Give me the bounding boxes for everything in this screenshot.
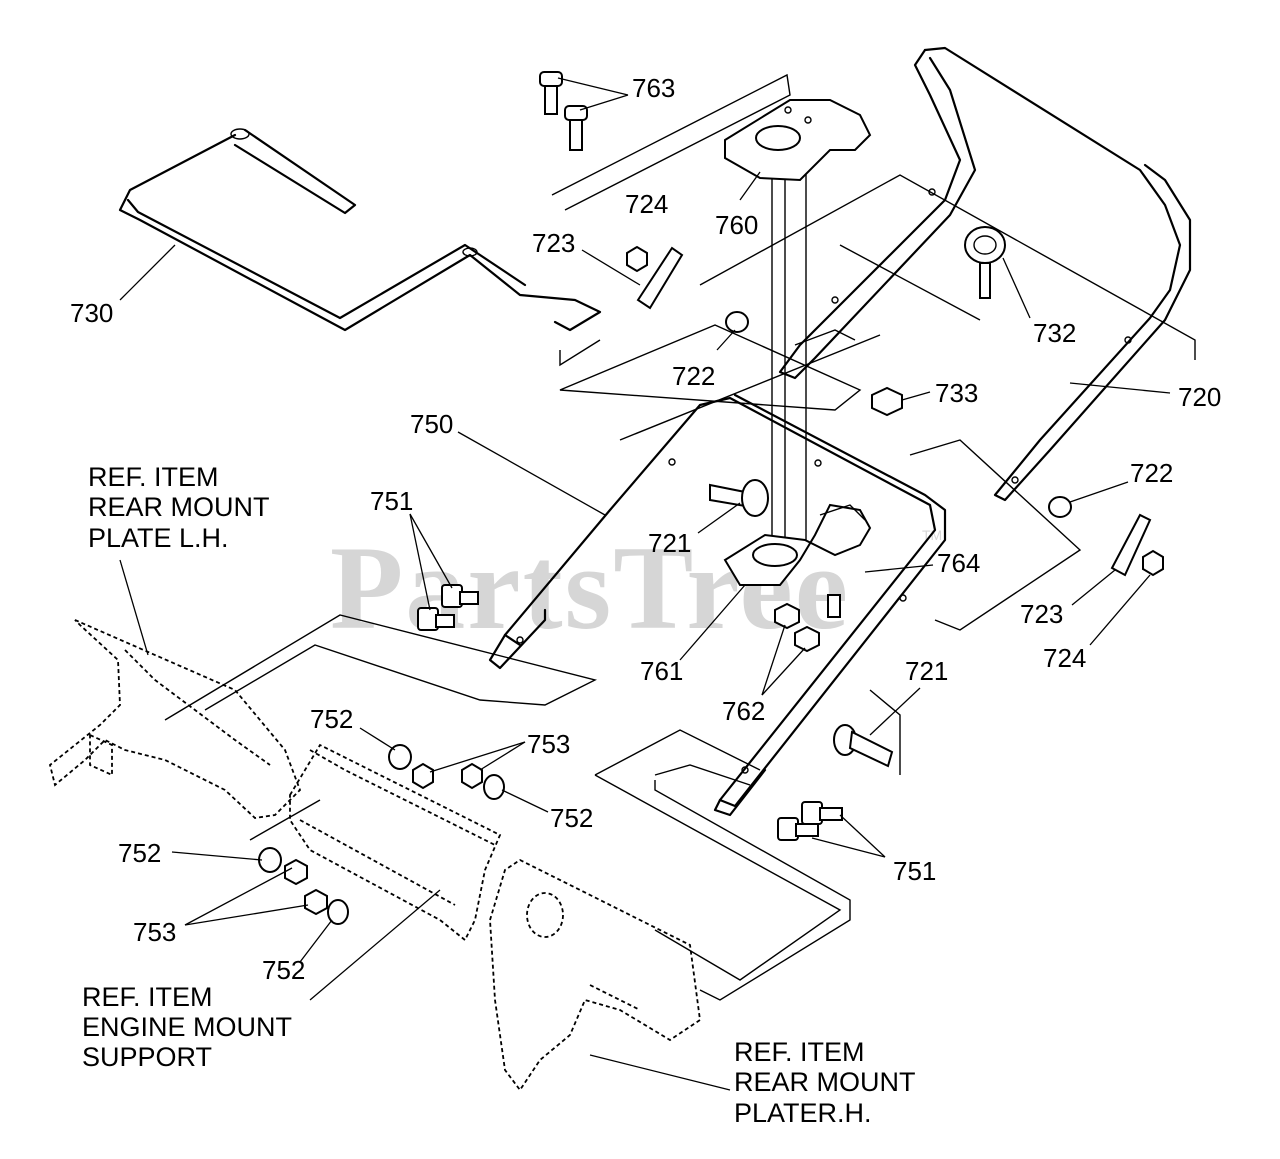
part-721-bolt-upper [709,479,769,517]
vertical-rod [771,170,822,540]
callout-752-b: 752 [550,803,593,833]
ref-label-rear-mount-lh: REF. ITEM REAR MOUNT PLATE L.H. [88,462,270,553]
part-722-washer-upper [725,311,749,333]
callout-730: 730 [70,298,113,328]
callout-722-upper: 722 [672,361,715,391]
part-762-nut-a [774,602,800,630]
ref-engine-line-2: ENGINE MOUNT [82,1012,292,1042]
part-730-wire-handle [118,128,602,367]
part-761-lower-bracket [723,503,872,586]
part-724-nut-upper [626,245,648,273]
part-752-washer-c [258,847,282,873]
part-760-upper-bracket [724,99,872,182]
part-751-bolts-upper [417,584,479,631]
part-751-bolts-lower [777,801,843,841]
callout-720: 720 [1178,382,1221,412]
ref-rh-line-2: REAR MOUNT [734,1067,916,1097]
callout-751-lower: 751 [893,856,936,886]
callout-751-upper: 751 [370,486,413,516]
callout-724-upper: 724 [625,189,668,219]
callout-732: 732 [1033,318,1076,348]
ref-rear-mount-plate-lh [48,619,302,819]
part-753-nut-d [304,888,328,916]
callout-762: 762 [722,696,765,726]
callout-723-right: 723 [1020,599,1063,629]
part-723-clip-right [1110,513,1152,577]
callout-numbers: 763 724 760 723 730 722 732 733 720 750 … [70,73,1221,985]
callout-722-right: 722 [1130,458,1173,488]
ref-engine-line-1: REF. ITEM [82,982,213,1012]
part-752-washer-b [483,774,505,800]
part-722-washer-right [1048,496,1072,518]
callout-764: 764 [937,548,980,578]
ref-lh-line-2: REAR MOUNT [88,492,270,522]
ref-rh-line-3: PLATER.H. [734,1098,872,1128]
callout-750: 750 [410,409,453,439]
callout-760: 760 [715,210,758,240]
ref-lh-line-1: REF. ITEM [88,462,219,492]
callout-723-upper: 723 [532,228,575,258]
part-753-nut-c [284,858,308,886]
ref-engine-line-3: SUPPORT [82,1042,212,1072]
part-764-bolt [827,594,841,618]
callout-752-c: 752 [118,838,161,868]
callout-721-lower: 721 [905,656,948,686]
part-720-upper-handle [778,46,1192,502]
part-753-nut-b [461,762,483,790]
part-732-eye-bolt [964,226,1006,299]
callout-752-d: 752 [262,955,305,985]
assembly-outlines [164,73,1196,1001]
part-752-washer-d [327,899,349,925]
part-723-clip-upper [636,246,684,310]
part-762-nut-b [794,625,820,653]
callout-721-upper: 721 [648,528,691,558]
callout-733: 733 [935,378,978,408]
callout-752-a: 752 [310,704,353,734]
ref-rh-line-1: REF. ITEM [734,1037,865,1067]
callout-763: 763 [632,73,675,103]
part-733-nut [871,386,903,417]
callout-753-b: 753 [133,917,176,947]
part-750-lower-handle [488,393,947,817]
part-752-washer-a [388,744,412,770]
ref-lh-line-3: PLATE L.H. [88,523,229,553]
callout-761: 761 [640,656,683,686]
ref-label-rear-mount-rh: REF. ITEM REAR MOUNT PLATER.H. [734,1037,916,1128]
part-753-nut-a [412,762,434,790]
callout-753-a: 753 [527,729,570,759]
ref-engine-mount-support [289,743,502,942]
part-724-nut-right [1142,549,1164,577]
part-721-bolt-lower [833,724,894,768]
callout-724-right: 724 [1043,643,1086,673]
ref-rear-mount-plate-rh [489,858,701,1092]
leader-lines [119,77,1171,1091]
ref-label-engine-mount: REF. ITEM ENGINE MOUNT SUPPORT [82,982,292,1072]
